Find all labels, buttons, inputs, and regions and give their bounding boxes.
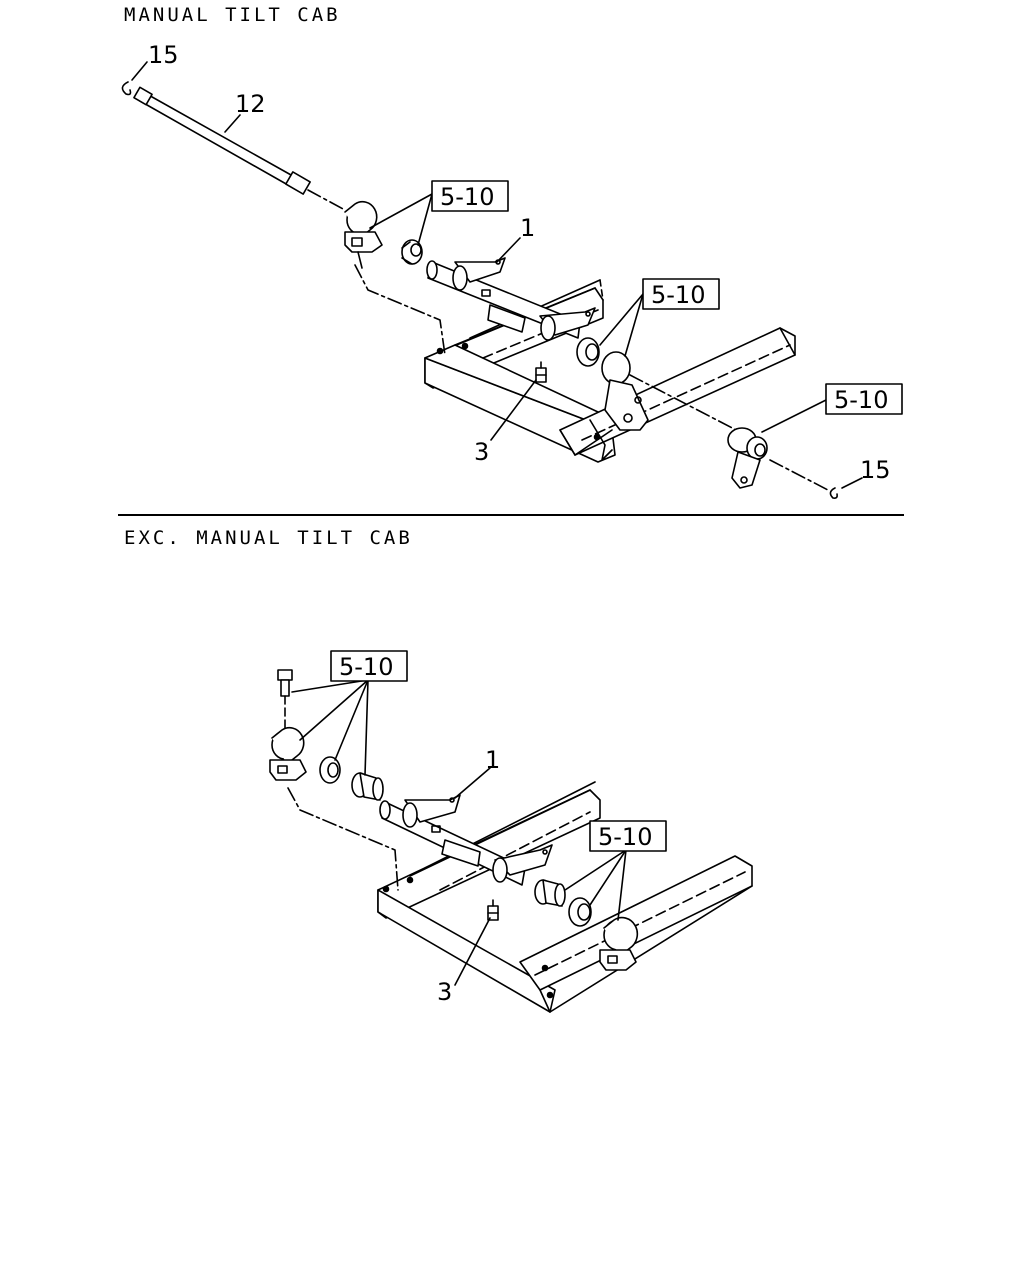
callout-15-top-left: 15	[148, 41, 179, 69]
bushing-left-lower	[319, 756, 341, 784]
lever-arm-right	[727, 427, 829, 491]
section-title-manual-tilt-cab: MANUAL TILT CAB	[124, 4, 341, 26]
bushing-right	[576, 337, 600, 367]
grease-nipple-3-top	[535, 361, 547, 383]
manual-tilt-cab-assembly: 15 12 1 3 15 5-10 5-10 5-10	[121, 41, 903, 499]
ref-5-10-mid: 5-10	[651, 281, 705, 309]
ref-5-10-lower-right: 5-10	[598, 823, 652, 851]
grease-nipple-3-lower	[487, 899, 499, 921]
snap-ring-15-right	[829, 487, 838, 499]
ref-5-10-right: 5-10	[834, 386, 888, 414]
callout-1-lower: 1	[485, 746, 500, 774]
sleeve-right-lower	[534, 879, 566, 907]
sleeve-left-lower	[351, 772, 384, 801]
callout-12: 12	[235, 90, 266, 118]
cross-shaft-1-lower	[379, 794, 553, 886]
torsion-bar-12	[133, 86, 346, 211]
callout-3-top: 3	[474, 438, 489, 466]
bushing-right-lower	[568, 897, 592, 927]
section-divider	[118, 514, 904, 516]
ref-box-frame	[589, 820, 667, 852]
callout-1-top: 1	[520, 214, 535, 242]
section-title-exc-manual-tilt-cab: EXC. MANUAL TILT CAB	[124, 527, 413, 549]
callout-15-right: 15	[860, 456, 891, 484]
callout-3-lower: 3	[437, 978, 452, 1006]
snap-ring-15-left	[121, 81, 132, 96]
cross-shaft-1	[426, 257, 596, 341]
ref-5-10-lower-left: 5-10	[339, 653, 393, 681]
exc-manual-tilt-cab-assembly: 1 3 5-10 5-10	[269, 650, 753, 1013]
ref-5-10-left: 5-10	[440, 183, 494, 211]
bracket-left	[344, 200, 383, 269]
bracket-right-lower	[599, 916, 639, 971]
frame-rail-rear-lower	[439, 811, 753, 1013]
bracket-right-lever	[601, 351, 741, 433]
bracket-left-lower	[269, 726, 307, 781]
bushing-left	[401, 239, 423, 265]
bolt-lower	[277, 669, 293, 731]
ref-box-frame	[825, 383, 903, 415]
ref-box-frame	[642, 278, 720, 310]
ref-box-frame	[431, 180, 509, 212]
ref-box-frame	[330, 650, 408, 682]
